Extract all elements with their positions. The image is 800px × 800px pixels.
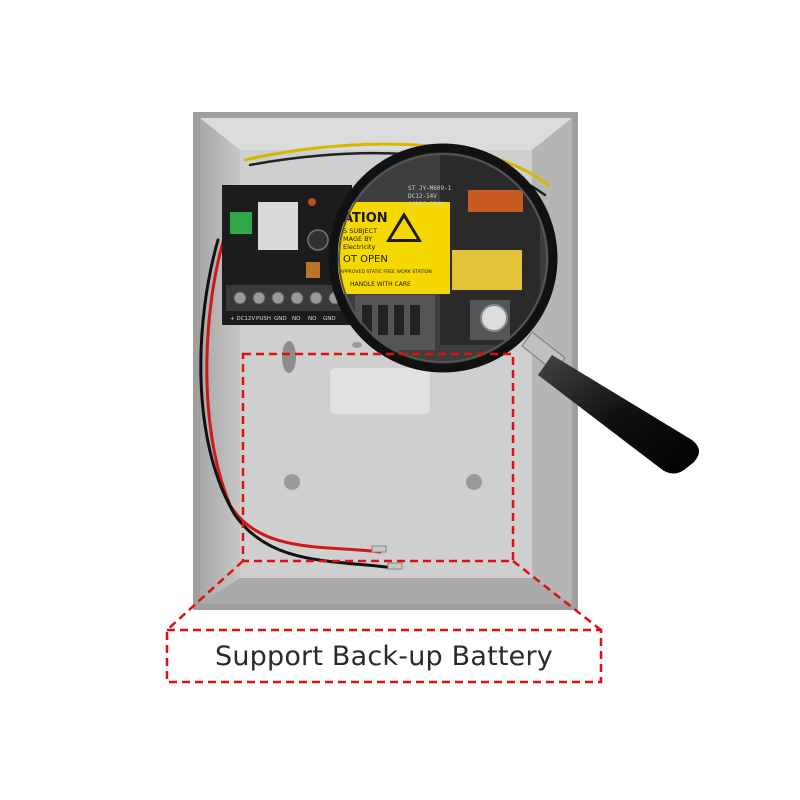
magnifier-rim bbox=[328, 143, 558, 373]
svg-text:ST JY-M609-1: ST JY-M609-1 bbox=[408, 185, 452, 192]
relay bbox=[258, 202, 298, 250]
svg-text:HANDLE WITH CARE: HANDLE WITH CARE bbox=[350, 281, 411, 288]
green-terminal bbox=[230, 212, 252, 234]
esd-warning-label bbox=[338, 202, 450, 294]
terminal-label: GND bbox=[323, 316, 336, 322]
svg-text:OT OPEN: OT OPEN bbox=[343, 254, 388, 265]
terminal-label: PUSH bbox=[256, 316, 271, 322]
terminal-label: GND bbox=[274, 316, 287, 322]
svg-text:ATION: ATION bbox=[343, 211, 388, 226]
svg-text:AC110-230V: AC110-230V bbox=[408, 201, 445, 208]
mount-hole bbox=[466, 474, 482, 490]
terminal-label: NO bbox=[308, 316, 317, 322]
terminal-label: + DC12V bbox=[230, 316, 255, 322]
capacitor bbox=[307, 229, 329, 251]
caption-box: Support Back-up Battery bbox=[167, 630, 601, 682]
label-plate bbox=[330, 368, 430, 414]
battery-area-outline bbox=[165, 352, 603, 684]
magnifying-glass-icon bbox=[521, 331, 700, 474]
svg-text:Electricity: Electricity bbox=[343, 243, 375, 251]
mount-slot bbox=[282, 341, 296, 373]
svg-text:APPROVED STATIC FREE WORK STAT: APPROVED STATIC FREE WORK STATION bbox=[340, 269, 432, 275]
caption-text: Support Back-up Battery bbox=[215, 640, 553, 672]
mount-hole bbox=[284, 474, 300, 490]
terminal-label: NO bbox=[292, 316, 301, 322]
svg-text:DC12-14V: DC12-14V bbox=[408, 193, 437, 200]
svg-text:MAGE BY: MAGE BY bbox=[343, 235, 372, 243]
svg-text:S SUBJECT: S SUBJECT bbox=[343, 227, 377, 235]
